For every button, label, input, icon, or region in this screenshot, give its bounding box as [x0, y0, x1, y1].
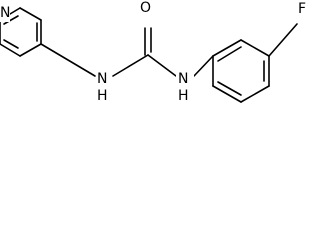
molecule-canvas: N N H O N H F — [0, 0, 326, 107]
mask-amide-n-right — [176, 70, 194, 96]
atom-amide-hydrogen-right: H — [178, 88, 189, 104]
bond-carbonyl-to-nh-right — [147, 54, 177, 77]
atom-amide-hydrogen-left: H — [97, 88, 108, 104]
molecule-diagram: N N H O N H F — [0, 0, 312, 104]
bond-nh-right-to-aryl — [193, 55, 214, 77]
bond-nh-left-to-carbonyl — [112, 54, 149, 77]
mask-fluorine — [296, 0, 312, 16]
atom-amide-nitrogen-right: N — [178, 71, 188, 87]
bond-ar-double-1 — [217, 46, 242, 62]
bond-ar-4 — [240, 85, 270, 103]
pyridine-ring — [0, 7, 42, 57]
bond-ar-to-f — [268, 23, 298, 57]
bond-py-4 — [0, 43, 21, 57]
atom-carbonyl-oxygen: O — [140, 0, 151, 16]
mask-pyridine-n — [0, 8, 10, 22]
bond-py-1 — [19, 7, 42, 21]
bond-ar-2 — [240, 39, 270, 57]
atom-pyridine-nitrogen: N — [0, 5, 10, 21]
bond-py-5 — [19, 43, 42, 57]
bond-ring-to-nh-left — [40, 43, 96, 77]
bond-ar-1 — [212, 39, 242, 57]
mask-carbonyl-o — [139, 0, 155, 16]
atom-fluorine: F — [298, 1, 306, 17]
bond-ar-double-3 — [217, 81, 242, 96]
bond-ar-5 — [212, 85, 242, 103]
bond-py-double-3 — [3, 39, 19, 49]
atom-amide-nitrogen-left: N — [97, 71, 107, 87]
urea-linker — [40, 27, 214, 77]
fluorophenyl-ring — [212, 23, 298, 103]
bond-py-double-2 — [3, 15, 19, 25]
mask-amide-n-left — [96, 70, 112, 96]
